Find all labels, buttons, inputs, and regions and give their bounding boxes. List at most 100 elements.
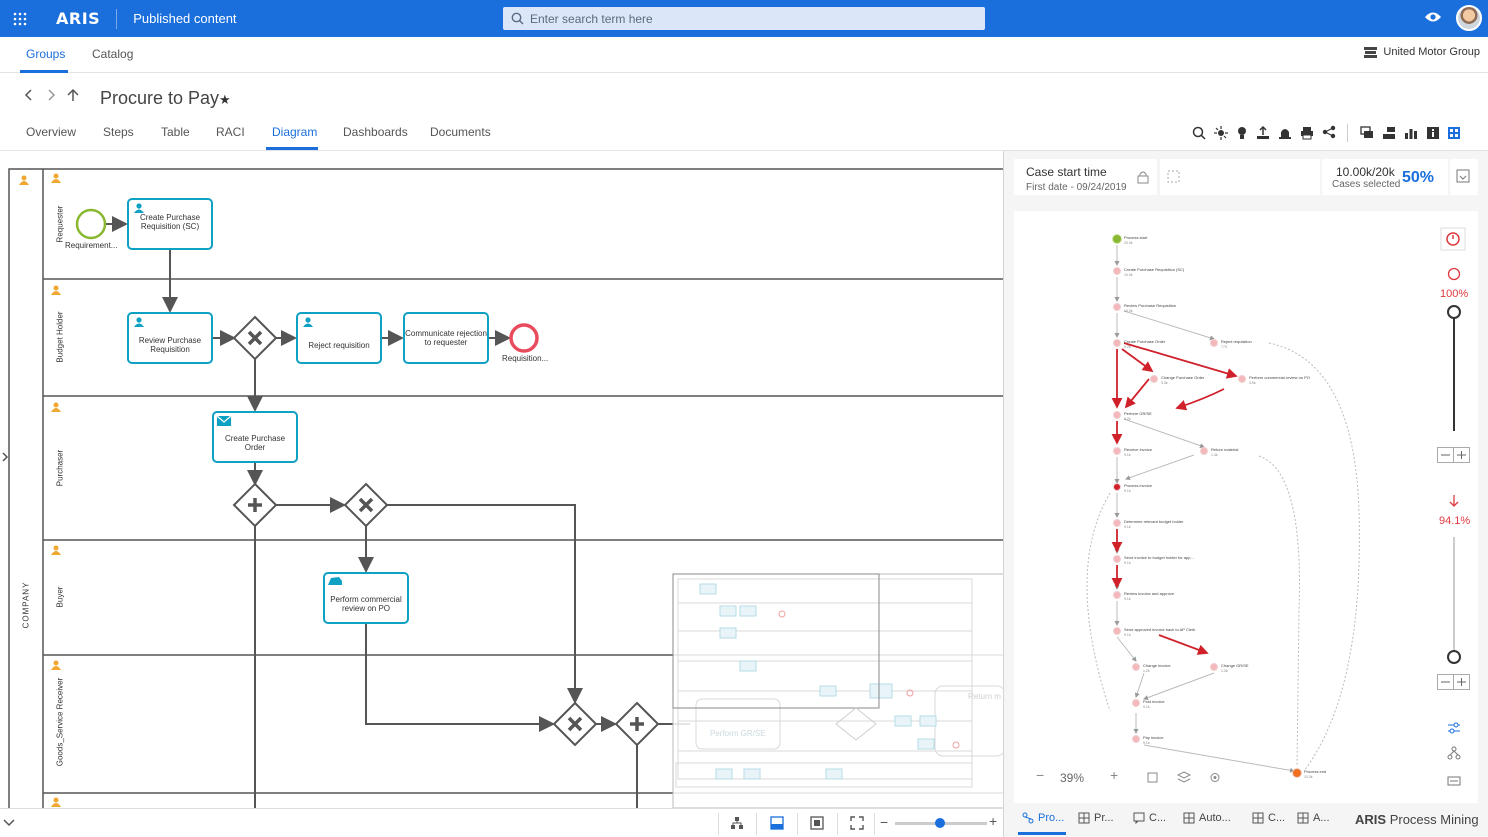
aris-process-mining-brand: ARIS Process Mining: [1355, 812, 1479, 827]
print-icon[interactable]: [1300, 126, 1314, 140]
tab-dashboards[interactable]: Dashboards: [343, 125, 408, 139]
share-icon[interactable]: [1322, 125, 1336, 139]
task-create-purchase-order[interactable]: Create Purchase Order: [224, 434, 286, 452]
mining-tab-2[interactable]: Pr...: [1078, 812, 1114, 824]
process-node[interactable]: Send invoice to budget holder for app...…: [1113, 555, 1194, 565]
tab-documents[interactable]: Documents: [430, 125, 491, 139]
task-reject-requisition[interactable]: Reject requisition: [308, 341, 370, 350]
minimap-toggle-icon[interactable]: [770, 816, 784, 830]
back-icon[interactable]: [22, 88, 36, 102]
tab-table[interactable]: Table: [161, 125, 190, 139]
map-zoom-out-button[interactable]: −: [1036, 767, 1045, 783]
process-explorer[interactable]: [1014, 211, 1478, 803]
activity-stepper[interactable]: [1437, 447, 1471, 463]
zoom-out-button[interactable]: −: [880, 814, 889, 830]
simulation-icon[interactable]: [1214, 126, 1228, 140]
path-slider-track[interactable]: [1453, 537, 1455, 657]
tab-diagram[interactable]: Diagram: [272, 125, 318, 139]
mining-tab-6[interactable]: A...: [1297, 812, 1330, 824]
timer-icon[interactable]: [1440, 227, 1466, 251]
process-node-label: Reject requisition: [1221, 339, 1252, 344]
collapse-panel-chevron-icon[interactable]: [0, 451, 10, 463]
org-selector[interactable]: United Motor Group: [1364, 46, 1480, 58]
map-zoom-in-button[interactable]: +: [1110, 767, 1119, 783]
info-icon[interactable]: [1426, 126, 1440, 140]
process-node[interactable]: Perform commercial review on PO3.5k: [1238, 375, 1310, 385]
aris-logo[interactable]: ARIS: [56, 9, 101, 28]
task-review-purchase-requisition[interactable]: Review Purchase Requisition: [138, 336, 202, 354]
bpmn-diagram-canvas[interactable]: Perform GR/SE Return m COMPANY Requester…: [0, 151, 1004, 808]
forward-icon[interactable]: [44, 88, 58, 102]
fullscreen-icon[interactable]: [850, 816, 864, 830]
filter-sliders-icon[interactable]: [1447, 722, 1461, 734]
process-mining-panel: Case start time First date - 09/24/2019 …: [1004, 151, 1488, 837]
alert-icon[interactable]: [1278, 126, 1292, 140]
search-input[interactable]: Enter search term here: [503, 7, 985, 30]
favorite-star-icon[interactable]: ★: [219, 92, 231, 107]
zoom-in-button[interactable]: +: [989, 813, 998, 829]
legend-icon[interactable]: [1447, 775, 1461, 787]
search-icon[interactable]: [1192, 126, 1206, 140]
app-launcher-icon[interactable]: [0, 0, 40, 37]
mining-tab-4[interactable]: Auto...: [1183, 812, 1231, 824]
mining-tab-5[interactable]: C...: [1252, 812, 1285, 824]
lightbulb-icon[interactable]: [1236, 126, 1248, 140]
task-communicate-rejection[interactable]: Communicate rejection to requester: [405, 329, 487, 347]
path-stepper[interactable]: [1437, 674, 1471, 690]
activity-slider-track[interactable]: [1453, 311, 1455, 431]
avatar[interactable]: [1456, 5, 1482, 31]
task-commercial-review[interactable]: Perform commercial review on PO: [330, 595, 402, 613]
case-filter-card[interactable]: Case start time First date - 09/24/2019: [1014, 159, 1157, 195]
tab-overview[interactable]: Overview: [26, 125, 77, 139]
hierarchy-icon[interactable]: [1382, 126, 1396, 140]
zoom-slider-handle[interactable]: [935, 818, 945, 828]
bar-chart-icon[interactable]: [1404, 126, 1418, 140]
nav-tab-catalog[interactable]: Catalog: [92, 47, 134, 61]
process-node[interactable]: Change GR/SE1.3k: [1210, 663, 1249, 673]
layers-icon[interactable]: [1177, 771, 1191, 784]
eye-icon[interactable]: [1424, 10, 1442, 24]
process-mining-panel-icon[interactable]: [1447, 126, 1461, 140]
process-node-count: 3.5k: [1249, 381, 1256, 385]
layout-tree-icon[interactable]: [730, 816, 744, 830]
map-fit-icon[interactable]: [1146, 771, 1159, 784]
fit-to-window-icon[interactable]: [810, 816, 824, 830]
process-node[interactable]: Create Purchase Requisition (SC)10.0k: [1113, 267, 1185, 277]
process-node[interactable]: Perform GR/SE9.2k: [1113, 411, 1153, 421]
lane-label-buyer: Buyer: [55, 586, 65, 608]
task-create-purchase-requisition[interactable]: Create Purchase Requisition (SC): [139, 213, 201, 231]
tab-steps[interactable]: Steps: [103, 125, 134, 139]
nav-tab-groups[interactable]: Groups: [26, 47, 66, 61]
process-node[interactable]: Send approved invoice back to AP Clerk9.…: [1113, 627, 1196, 637]
mining-tab-3[interactable]: C...: [1133, 812, 1166, 824]
export-panel-icon[interactable]: [1456, 169, 1470, 183]
lock-icon[interactable]: [1137, 170, 1149, 184]
filter-add-icon[interactable]: [1167, 170, 1180, 183]
export-icon[interactable]: [1256, 126, 1270, 140]
mining-tab-process[interactable]: Pro...: [1022, 812, 1064, 824]
activity-slider-handle[interactable]: [1447, 305, 1461, 319]
path-slider-handle[interactable]: [1447, 650, 1461, 664]
section-title[interactable]: Published content: [133, 11, 237, 26]
comments-icon[interactable]: [1360, 126, 1374, 140]
tab-raci[interactable]: RACI: [216, 125, 245, 139]
up-icon[interactable]: [66, 88, 80, 102]
map-settings-icon[interactable]: [1208, 771, 1222, 784]
network-icon[interactable]: [1447, 746, 1461, 760]
chevron-down-icon[interactable]: [2, 817, 16, 829]
